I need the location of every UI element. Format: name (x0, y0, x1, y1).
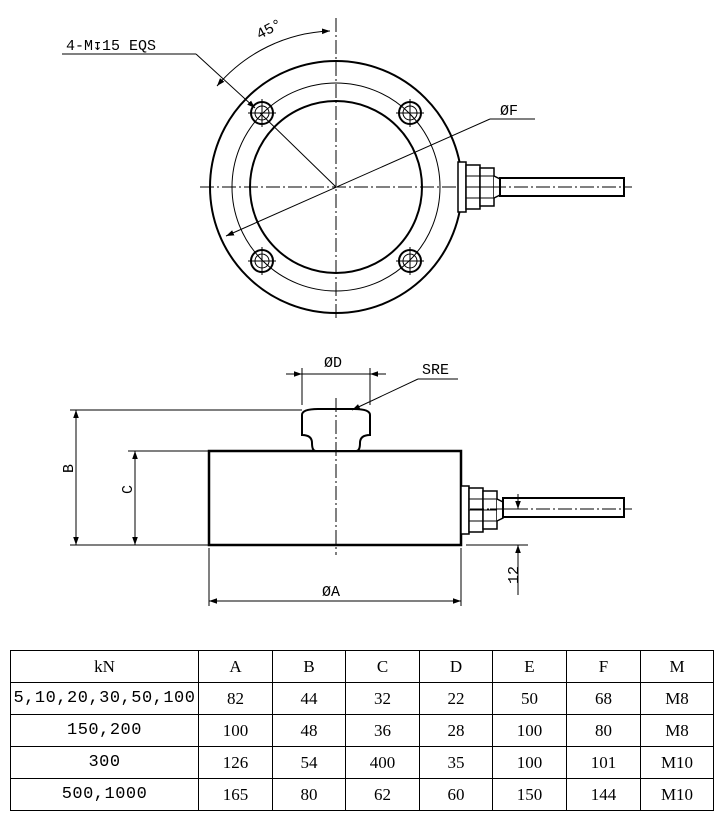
bolt-circle (231, 82, 441, 292)
cell-a: 100 (198, 714, 273, 747)
hole-diagonal-line (259, 112, 337, 188)
cell-a: 126 (198, 746, 273, 779)
header-b: B (272, 650, 346, 683)
header-c: C (345, 650, 420, 683)
cable-top (470, 177, 632, 197)
cell-kn: 5,10,20,30,50,100 (10, 682, 199, 715)
cell-m: M10 (640, 746, 714, 779)
cell-kn: 500,1000 (10, 778, 199, 811)
technical-drawing: 4-M↧15 EQS 45° ØF (61, 16, 632, 606)
thread-callout-label: 4-M↧15 EQS (66, 38, 156, 55)
header-d: D (419, 650, 493, 683)
cell-d: 22 (419, 682, 493, 715)
cell-kn: 150,200 (10, 714, 199, 747)
dim-b-label: B (61, 464, 78, 473)
cell-d: 28 (419, 714, 493, 747)
spec-table: kN A B C D E F M 5,10,20,30,50,100 82 44… (10, 650, 714, 811)
header-f: F (566, 650, 641, 683)
sre-leader (351, 378, 419, 411)
thread-leader (195, 53, 256, 109)
cell-c: 32 (345, 682, 420, 715)
header-e: E (492, 650, 567, 683)
side-body (207, 449, 463, 547)
dia-f-dimension-line (225, 118, 491, 237)
header-kn: kN (10, 650, 199, 683)
table-row: 150,200 100 48 36 28 100 80 M8 (10, 714, 714, 747)
cell-f: 68 (566, 682, 641, 715)
sre-label: SRE (422, 362, 449, 379)
cell-c: 400 (345, 746, 420, 779)
cell-a: 165 (198, 778, 273, 811)
table-row: 300 126 54 400 35 100 101 M10 (10, 746, 714, 779)
cell-e: 100 (492, 714, 567, 747)
side-view (70, 368, 632, 606)
angle-arc (216, 28, 331, 87)
cell-b: 54 (272, 746, 346, 779)
cell-m: M10 (640, 778, 714, 811)
inner-boss-circle (249, 100, 423, 274)
header-a: A (198, 650, 273, 683)
cable-side (502, 497, 625, 518)
table-row: 5,10,20,30,50,100 82 44 32 22 50 68 M8 (10, 682, 714, 715)
bolt-holes (248, 99, 424, 275)
dia-a-label: ØA (322, 584, 340, 601)
cell-f: 101 (566, 746, 641, 779)
dim-12-label: 12 (506, 566, 523, 584)
cell-a: 82 (198, 682, 273, 715)
cable-gland-side (460, 485, 504, 535)
table-row: 500,1000 165 80 62 60 150 144 M10 (10, 778, 714, 811)
cell-kn: 300 (10, 746, 199, 779)
cell-e: 150 (492, 778, 567, 811)
cell-m: M8 (640, 714, 714, 747)
bolt-hole-top-right (396, 99, 424, 127)
cell-c: 62 (345, 778, 420, 811)
cell-c: 36 (345, 714, 420, 747)
cell-b: 44 (272, 682, 346, 715)
cell-e: 100 (492, 746, 567, 779)
table-header-row: kN A B C D E F M (10, 650, 714, 683)
cell-b: 48 (272, 714, 346, 747)
header-m: M (640, 650, 714, 683)
cell-m: M8 (640, 682, 714, 715)
bolt-hole-bottom-right (396, 247, 424, 275)
cell-b: 80 (272, 778, 346, 811)
bolt-hole-top-left (248, 99, 276, 127)
angle-label: 45° (254, 16, 286, 44)
cell-d: 35 (419, 746, 493, 779)
dia-f-label: ØF (500, 103, 518, 120)
cell-f: 144 (566, 778, 641, 811)
cell-e: 50 (492, 682, 567, 715)
cell-d: 60 (419, 778, 493, 811)
cell-f: 80 (566, 714, 641, 747)
dia-d-label: ØD (324, 355, 342, 372)
dim-c-label: C (120, 485, 137, 494)
bolt-hole-bottom-left (248, 247, 276, 275)
